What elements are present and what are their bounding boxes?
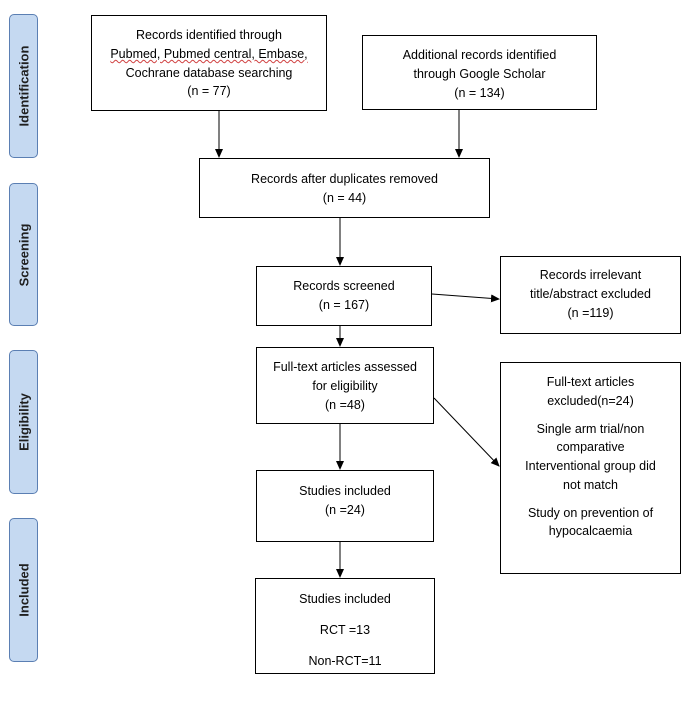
fulltext-line-1: Full-text articles assessed [273, 360, 417, 374]
stage-label-identification: Identification [16, 45, 31, 127]
box-studies-included: Studies included (n =24) [256, 470, 434, 542]
google-line-1: Additional records identified [402, 48, 557, 62]
box-database-search: Records identified through Pubmed, Pubme… [91, 15, 327, 111]
db-line-2-text: Pubmed, Pubmed central, Embase, [110, 46, 308, 61]
db-line-1: Records identified through [136, 28, 282, 42]
excluded-header: Full-text articles excluded(n=24) [501, 373, 680, 411]
stage-included: Included [9, 518, 38, 662]
box-records-screened: Records screened (n = 167) [256, 266, 432, 326]
excl-line-1: Full-text articles [546, 375, 635, 389]
final-line-1: Studies included [299, 592, 391, 606]
stage-label-included: Included [16, 563, 31, 617]
arrow-screened-to-irrelevant [431, 293, 500, 303]
stage-label-screening: Screening [16, 223, 31, 286]
irrelevant-line-3: (n =119) [567, 305, 614, 320]
studies-line-1: Studies included [299, 484, 391, 498]
stage-eligibility: Eligibility [9, 350, 38, 494]
studies-line-2: (n =24) [325, 503, 365, 518]
excl-line-3: Single arm trial/non [536, 421, 645, 436]
dup-line-1: Records after duplicates removed [251, 172, 438, 186]
box-fulltext-excluded: Full-text articles excluded(n=24) Single… [500, 362, 681, 574]
screened-line-2: (n = 167) [318, 298, 370, 313]
box-google-scholar: Additional records identified through Go… [362, 35, 597, 110]
dup-line-2: (n = 44) [322, 191, 367, 206]
box-fulltext-assessed: Full-text articles assessed for eligibil… [256, 347, 434, 424]
arrow-fulltext-to-excluded [433, 397, 500, 467]
fulltext-line-3: (n =48) [325, 397, 365, 412]
box-duplicates-removed: Records after duplicates removed (n = 44… [199, 158, 490, 218]
db-line-4: (n = 77) [187, 84, 231, 99]
screened-line-1: Records screened [293, 279, 395, 293]
excluded-reason-2: Study on prevention of hypocalcaemia [501, 504, 680, 542]
db-line-3: Cochrane database searching [125, 65, 293, 80]
box-irrelevant-excluded: Records irrelevant title/abstract exclud… [500, 256, 681, 334]
google-line-2: through Google Scholar [413, 66, 546, 81]
stage-label-eligibility: Eligibility [16, 393, 31, 451]
excl-line-2: excluded(n=24) [547, 393, 634, 408]
google-line-3: (n = 134) [454, 85, 505, 100]
stage-screening: Screening [9, 183, 38, 326]
irrelevant-line-1: Records irrelevant [539, 268, 642, 282]
final-line-2: RCT =13 [319, 622, 371, 637]
final-line-3: Non-RCT=11 [308, 653, 382, 668]
box-final-included: Studies included RCT =13 Non-RCT=11 [255, 578, 435, 674]
excl-line-6: not match [563, 477, 618, 492]
irrelevant-line-2: title/abstract excluded [530, 286, 651, 301]
excl-line-8: hypocalcaemia [548, 524, 633, 539]
excl-line-7: Study on prevention of [527, 505, 654, 520]
fulltext-line-2: for eligibility [312, 378, 378, 393]
excl-line-5: Interventional group did [525, 459, 656, 473]
excluded-reason-1: Single arm trial/non comparative Interve… [501, 420, 680, 495]
excl-line-4: comparative [556, 440, 625, 455]
stage-identification: Identification [9, 14, 38, 158]
db-line-2: Pubmed, Pubmed central, Embase, [92, 45, 326, 64]
